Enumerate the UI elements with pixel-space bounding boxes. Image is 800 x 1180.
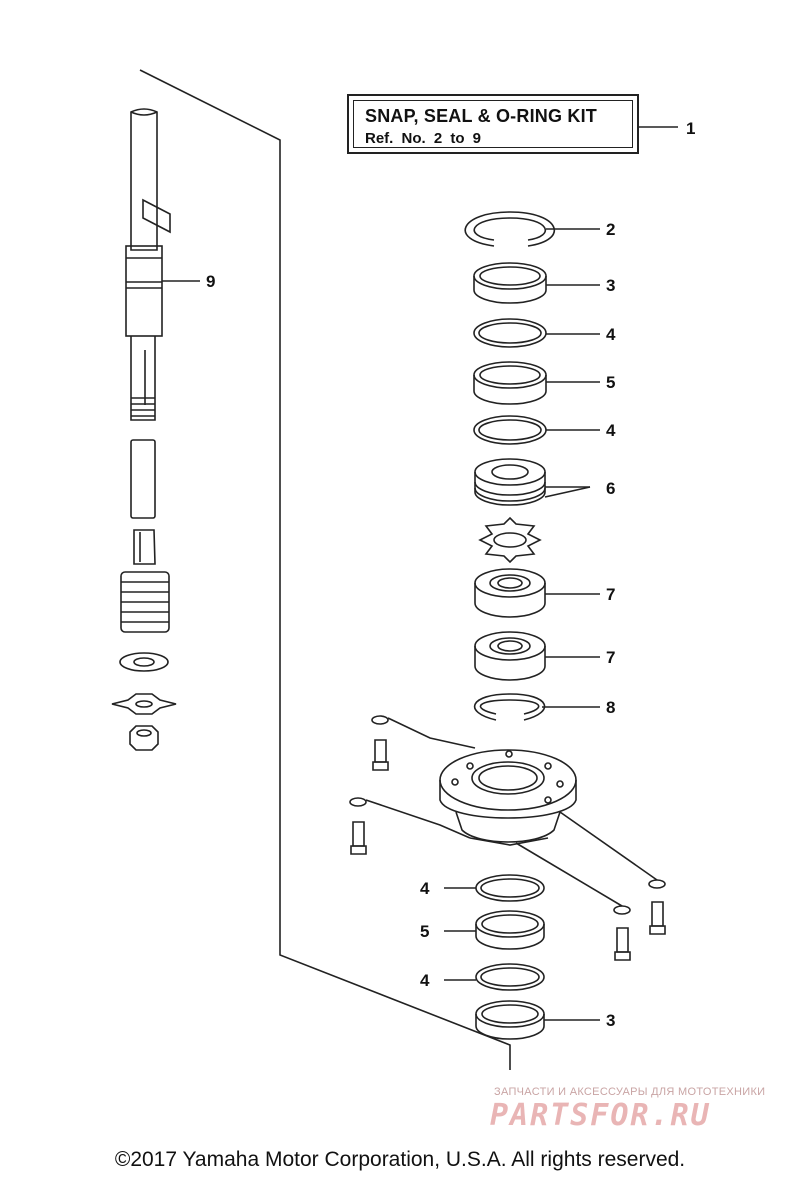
bearing-7-a	[474, 568, 546, 618]
callout-3-top: 3	[606, 276, 615, 295]
callout-4-a: 4	[606, 325, 616, 344]
o-ring-4-a	[473, 318, 547, 348]
shaft-lower	[130, 336, 156, 421]
spring	[120, 571, 170, 633]
callout-8: 8	[606, 698, 615, 717]
bolt-washer-upper-left	[371, 715, 389, 771]
callout-3-bottom: 3	[606, 1011, 615, 1030]
watermark-tagline: ЗАПЧАСТИ И АКСЕССУАРЫ ДЛЯ МОТОТЕХНИКИ	[494, 1086, 766, 1098]
lock-washer-left	[111, 693, 177, 715]
shaft-pin	[130, 439, 156, 519]
bolt-washer-right-far	[648, 879, 666, 935]
shaft-upper	[130, 108, 158, 251]
callout-7-b: 7	[606, 648, 615, 667]
assembly-frame-line	[139, 69, 511, 1070]
callout-5-top: 5	[606, 373, 615, 392]
callout-4-b: 4	[606, 421, 616, 440]
drive-shaft-assembly	[111, 108, 177, 751]
bearing-7-b	[474, 631, 546, 681]
shaft-spacer	[133, 529, 156, 565]
bolt-washer-right-near	[613, 905, 631, 961]
watermark-logo: PARTSFOR.RU	[490, 1098, 711, 1133]
kit-reference: Ref. No. 2 to 9	[365, 130, 482, 147]
o-ring-4-d	[475, 963, 545, 991]
kit-label-box: SNAP, SEAL & O-RING KIT Ref. No. 2 to 9	[347, 94, 639, 154]
seal-5-top	[473, 361, 547, 405]
snap-ring-2	[464, 211, 556, 247]
callout-7-a: 7	[606, 585, 615, 604]
callout-1: 1	[686, 119, 695, 138]
callout-6: 6	[606, 479, 615, 498]
o-ring-4-c	[475, 874, 545, 902]
bearing-housing	[439, 749, 577, 846]
callout-4-d: 4	[420, 971, 430, 990]
callout-4-c: 4	[420, 879, 430, 898]
o-ring-4-b	[473, 415, 547, 445]
bolt-washer-lower-left	[349, 797, 367, 855]
tab-washer	[478, 516, 542, 564]
nut-left	[129, 725, 159, 751]
washer-left	[119, 652, 169, 672]
kit-title: SNAP, SEAL & O-RING KIT	[365, 106, 597, 126]
seal-3-top	[473, 262, 547, 304]
callout-2: 2	[606, 220, 615, 239]
circlip-8	[473, 693, 546, 721]
callout-5-bottom: 5	[420, 922, 429, 941]
oil-seal-6	[474, 458, 546, 506]
shaft-sleeve	[125, 245, 163, 337]
kit-label-inner-border	[353, 100, 633, 148]
copyright-notice: ©2017 Yamaha Motor Corporation, U.S.A. A…	[114, 1148, 686, 1171]
seal-5-bottom	[475, 910, 545, 950]
shaft-key	[142, 198, 171, 234]
callout-9: 9	[206, 272, 215, 291]
seal-3-bottom	[475, 1000, 545, 1040]
